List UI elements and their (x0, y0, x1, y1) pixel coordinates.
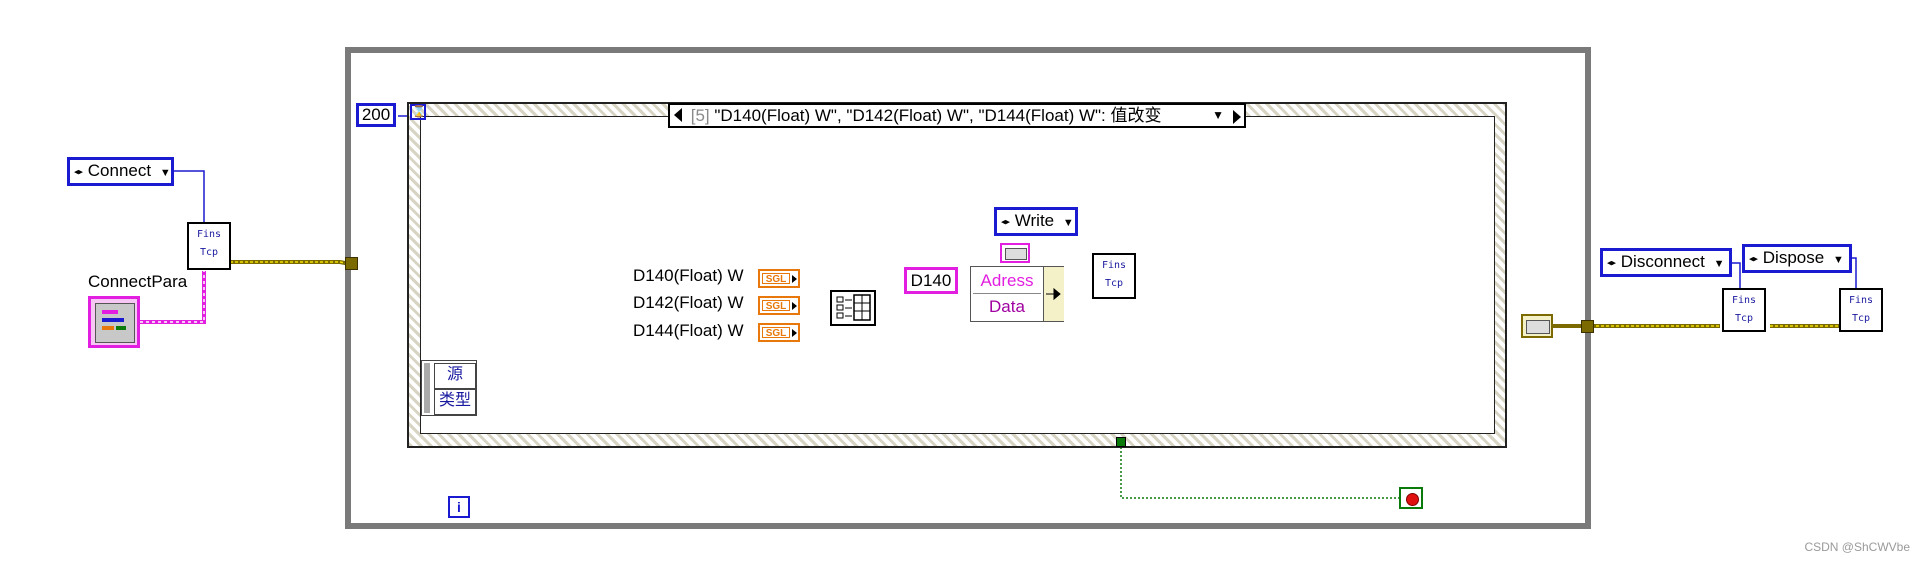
loop-left-tunnel (345, 257, 358, 270)
disconnect-enum-label: Disconnect (1620, 252, 1705, 271)
timeout-constant[interactable]: 200 (356, 103, 396, 127)
d140-label: D140(Float) W (633, 266, 744, 285)
d144-sgl-terminal[interactable]: SGL (758, 323, 800, 342)
loop-right-tunnel (1581, 320, 1594, 333)
address-constant[interactable]: D140 (904, 267, 958, 294)
while-loop (345, 47, 1591, 529)
stop-icon (1406, 493, 1419, 506)
dispose-enum-label: Dispose (1762, 248, 1825, 267)
build-array-node[interactable] (830, 290, 876, 326)
case-dropdown-icon[interactable]: ▼ (1212, 108, 1224, 122)
event-data-node: 源 类型 (421, 360, 477, 416)
dispose-enum[interactable]: ◂▸ Dispose ▼ (1742, 244, 1852, 273)
d144-label: D144(Float) W (633, 321, 744, 340)
event-data-source: 源 (434, 363, 476, 389)
event-structure-tunnel (1116, 437, 1126, 447)
bundle-by-name-node[interactable]: Adress Data (970, 266, 1064, 322)
case-index: [5] (690, 106, 710, 125)
refnum-constant-outer[interactable] (1521, 314, 1553, 338)
connect-enum-label: Connect (87, 161, 152, 180)
refnum-constant-inner[interactable] (1000, 243, 1030, 263)
connectpara-label: ConnectPara (88, 272, 188, 291)
event-data-type: 类型 (434, 389, 476, 415)
event-case-selector[interactable]: [5] "D140(Float) W", "D142(Float) W", "D… (668, 103, 1246, 128)
bundle-field-data: Data (989, 297, 1025, 316)
d142-label: D142(Float) W (633, 293, 744, 312)
prev-case-arrow-icon[interactable] (674, 108, 682, 122)
connect-enum-wire (172, 170, 205, 223)
dropdown-icon[interactable]: ▼ (159, 167, 171, 179)
timeout-terminal-icon: ⌛ (410, 104, 426, 120)
connectpara-cluster-control[interactable] (88, 296, 140, 348)
d142-sgl-terminal[interactable]: SGL (758, 296, 800, 315)
connect-enum[interactable]: ◂▸ Connect ▼ (67, 157, 174, 186)
stop-wire (1120, 443, 1400, 499)
d140-sgl-terminal[interactable]: SGL (758, 269, 800, 288)
watermark: CSDN @ShCWVbe (1804, 540, 1910, 554)
enum-increment-icon[interactable]: ◂▸ (74, 166, 84, 177)
bundle-field-adress: Adress (973, 269, 1041, 294)
disconnect-enum[interactable]: ◂▸ Disconnect ▼ (1600, 248, 1732, 277)
write-enum-label: Write (1014, 211, 1055, 230)
loop-stop-terminal[interactable] (1399, 487, 1423, 509)
next-case-arrow-icon[interactable] (1233, 110, 1241, 124)
loop-iteration-terminal: i (448, 496, 470, 518)
write-enum[interactable]: ◂▸ Write ▼ (994, 207, 1078, 236)
case-text: "D140(Float) W", "D142(Float) W", "D144(… (714, 106, 1162, 125)
